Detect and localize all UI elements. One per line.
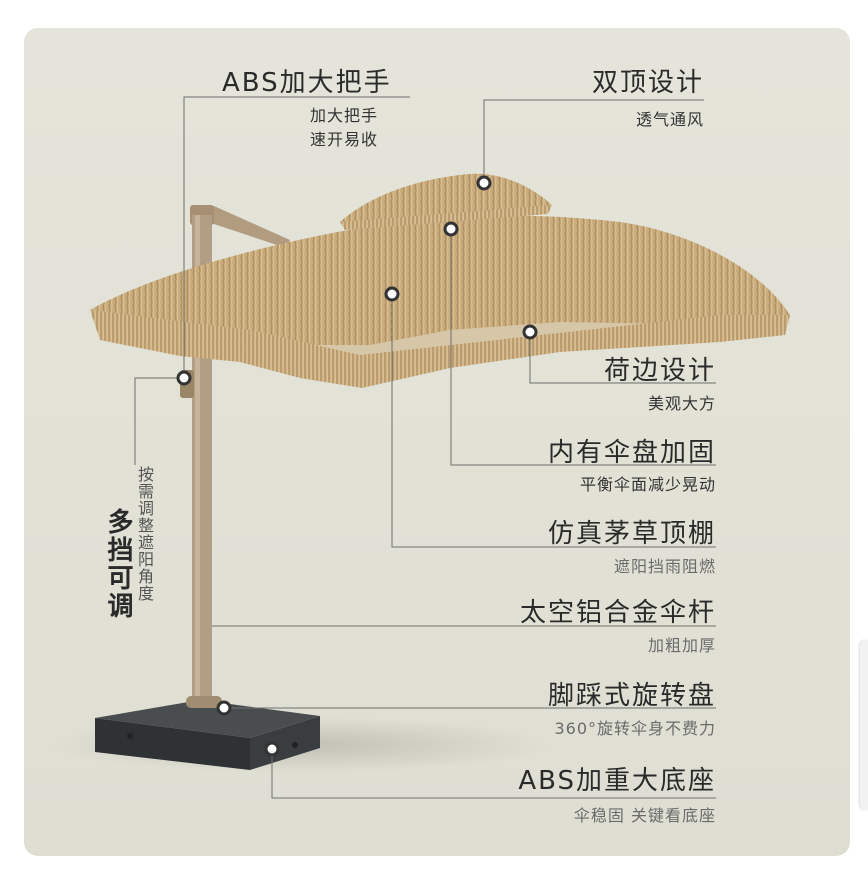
callout-pedal-title: 脚踩式旋转盘 <box>547 681 716 711</box>
callout-handle-line1: 加大把手 <box>310 106 379 125</box>
tilt-title: 多挡可调 <box>103 508 133 620</box>
callout-double-top-sub: 透气通风 <box>635 110 704 129</box>
marker-handle <box>176 370 192 386</box>
marker-double-top <box>476 175 492 191</box>
marker-base <box>264 741 280 757</box>
base-front <box>250 716 320 770</box>
pedal-disc <box>186 696 222 708</box>
callout-base-title: ABS加重大底座 <box>518 766 716 796</box>
scrollbar-handle[interactable] <box>860 640 868 810</box>
callout-fringe-title: 荷边设计 <box>603 356 716 386</box>
canopy-fringe-left <box>90 310 250 362</box>
callout-double-top-title: 双顶设计 <box>591 68 704 98</box>
canopy-fringe-right <box>360 315 790 388</box>
tilt-desc: 按需调整遮阳角度 <box>135 466 154 602</box>
callout-pole-sub: 加粗加厚 <box>647 636 716 655</box>
callout-pedal-sub: 360°旋转伞身不费力 <box>554 719 716 738</box>
marker-fringe <box>522 324 538 340</box>
callout-base-sub: 伞稳固 关键看底座 <box>573 806 716 825</box>
base-top <box>95 700 320 738</box>
canopy-fringe-front <box>240 330 362 388</box>
callout-thatch-title: 仿真茅草顶棚 <box>547 519 716 549</box>
marker-thatch <box>384 286 400 302</box>
main-canopy <box>90 215 790 345</box>
callout-thatch-sub: 遮阳挡雨阻燃 <box>613 557 716 576</box>
callout-fringe-sub: 美观大方 <box>647 394 716 413</box>
callout-handle-line2: 速开易收 <box>310 130 379 149</box>
marker-disc <box>443 221 459 237</box>
callout-disc-title: 内有伞盘加固 <box>547 438 716 468</box>
callout-pole-title: 太空铝合金伞杆 <box>519 598 716 628</box>
marker-pedal <box>216 700 232 716</box>
callout-disc-sub: 平衡伞面减少晃动 <box>579 475 716 494</box>
callout-handle-title: ABS加大把手 <box>222 68 392 98</box>
crank-arm <box>190 206 290 248</box>
base-side <box>95 718 250 770</box>
